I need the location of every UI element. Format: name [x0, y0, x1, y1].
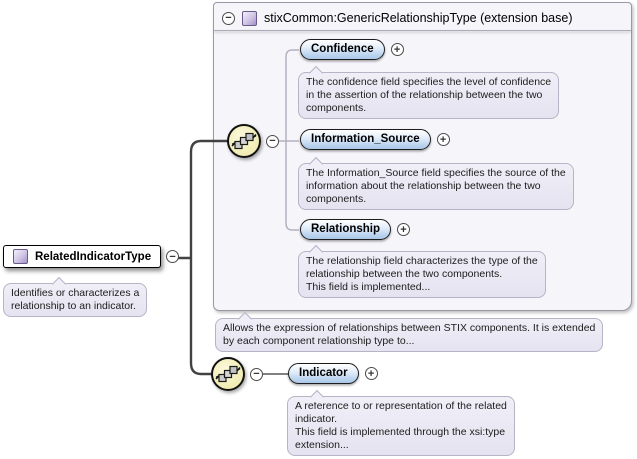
annotation-relationship: The relationship field characterizes the…	[298, 251, 546, 298]
sequence-icon[interactable]	[227, 124, 261, 158]
collapse-sequence-button[interactable]: −	[250, 367, 263, 381]
element-row-confidence: Confidence +	[300, 39, 404, 60]
annotation-indicator: A reference to or representation of the …	[287, 396, 515, 456]
complex-type-icon	[13, 249, 28, 264]
sequence-compositor-row-top: −	[227, 124, 279, 158]
extension-base-title: stixCommon:GenericRelationshipType (exte…	[264, 11, 573, 25]
element-relationship[interactable]: Relationship	[300, 219, 392, 240]
expand-relationship-button[interactable]: +	[397, 223, 411, 236]
sequence-compositor-row-bottom: −	[211, 357, 263, 391]
collapse-extension-button[interactable]: −	[222, 11, 235, 25]
header-separator	[214, 30, 631, 31]
element-row-indicator: Indicator +	[288, 363, 378, 384]
extension-panel-header: − stixCommon:GenericRelationshipType (ex…	[222, 8, 572, 28]
element-row-relationship: Relationship +	[300, 219, 411, 240]
expand-information-source-button[interactable]: +	[436, 133, 450, 146]
sequence-icon[interactable]	[211, 357, 245, 391]
sequence-glyph	[231, 132, 257, 150]
annotation-root-type: Identifies or characterizes a relationsh…	[3, 283, 148, 317]
collapse-root-button[interactable]: −	[166, 250, 180, 263]
expand-confidence-button[interactable]: +	[390, 43, 404, 56]
collapse-sequence-button[interactable]: −	[266, 134, 279, 148]
annotation-information-source: The Information_Source field specifies t…	[298, 163, 574, 210]
sequence-glyph	[215, 365, 241, 383]
element-information-source[interactable]: Information_Source	[300, 129, 431, 150]
root-type-box[interactable]: RelatedIndicatorType	[3, 245, 162, 268]
root-type-label: RelatedIndicatorType	[35, 250, 152, 263]
element-indicator[interactable]: Indicator	[288, 363, 359, 384]
element-confidence[interactable]: Confidence	[300, 39, 385, 60]
annotation-confidence: The confidence field specifies the level…	[298, 72, 560, 119]
annotation-extension-base: Allows the expression of relationships b…	[215, 318, 604, 352]
expand-indicator-button[interactable]: +	[364, 367, 378, 380]
root-type-row: RelatedIndicatorType −	[3, 245, 180, 268]
complex-type-icon	[242, 10, 257, 26]
element-row-information-source: Information_Source +	[300, 129, 450, 150]
